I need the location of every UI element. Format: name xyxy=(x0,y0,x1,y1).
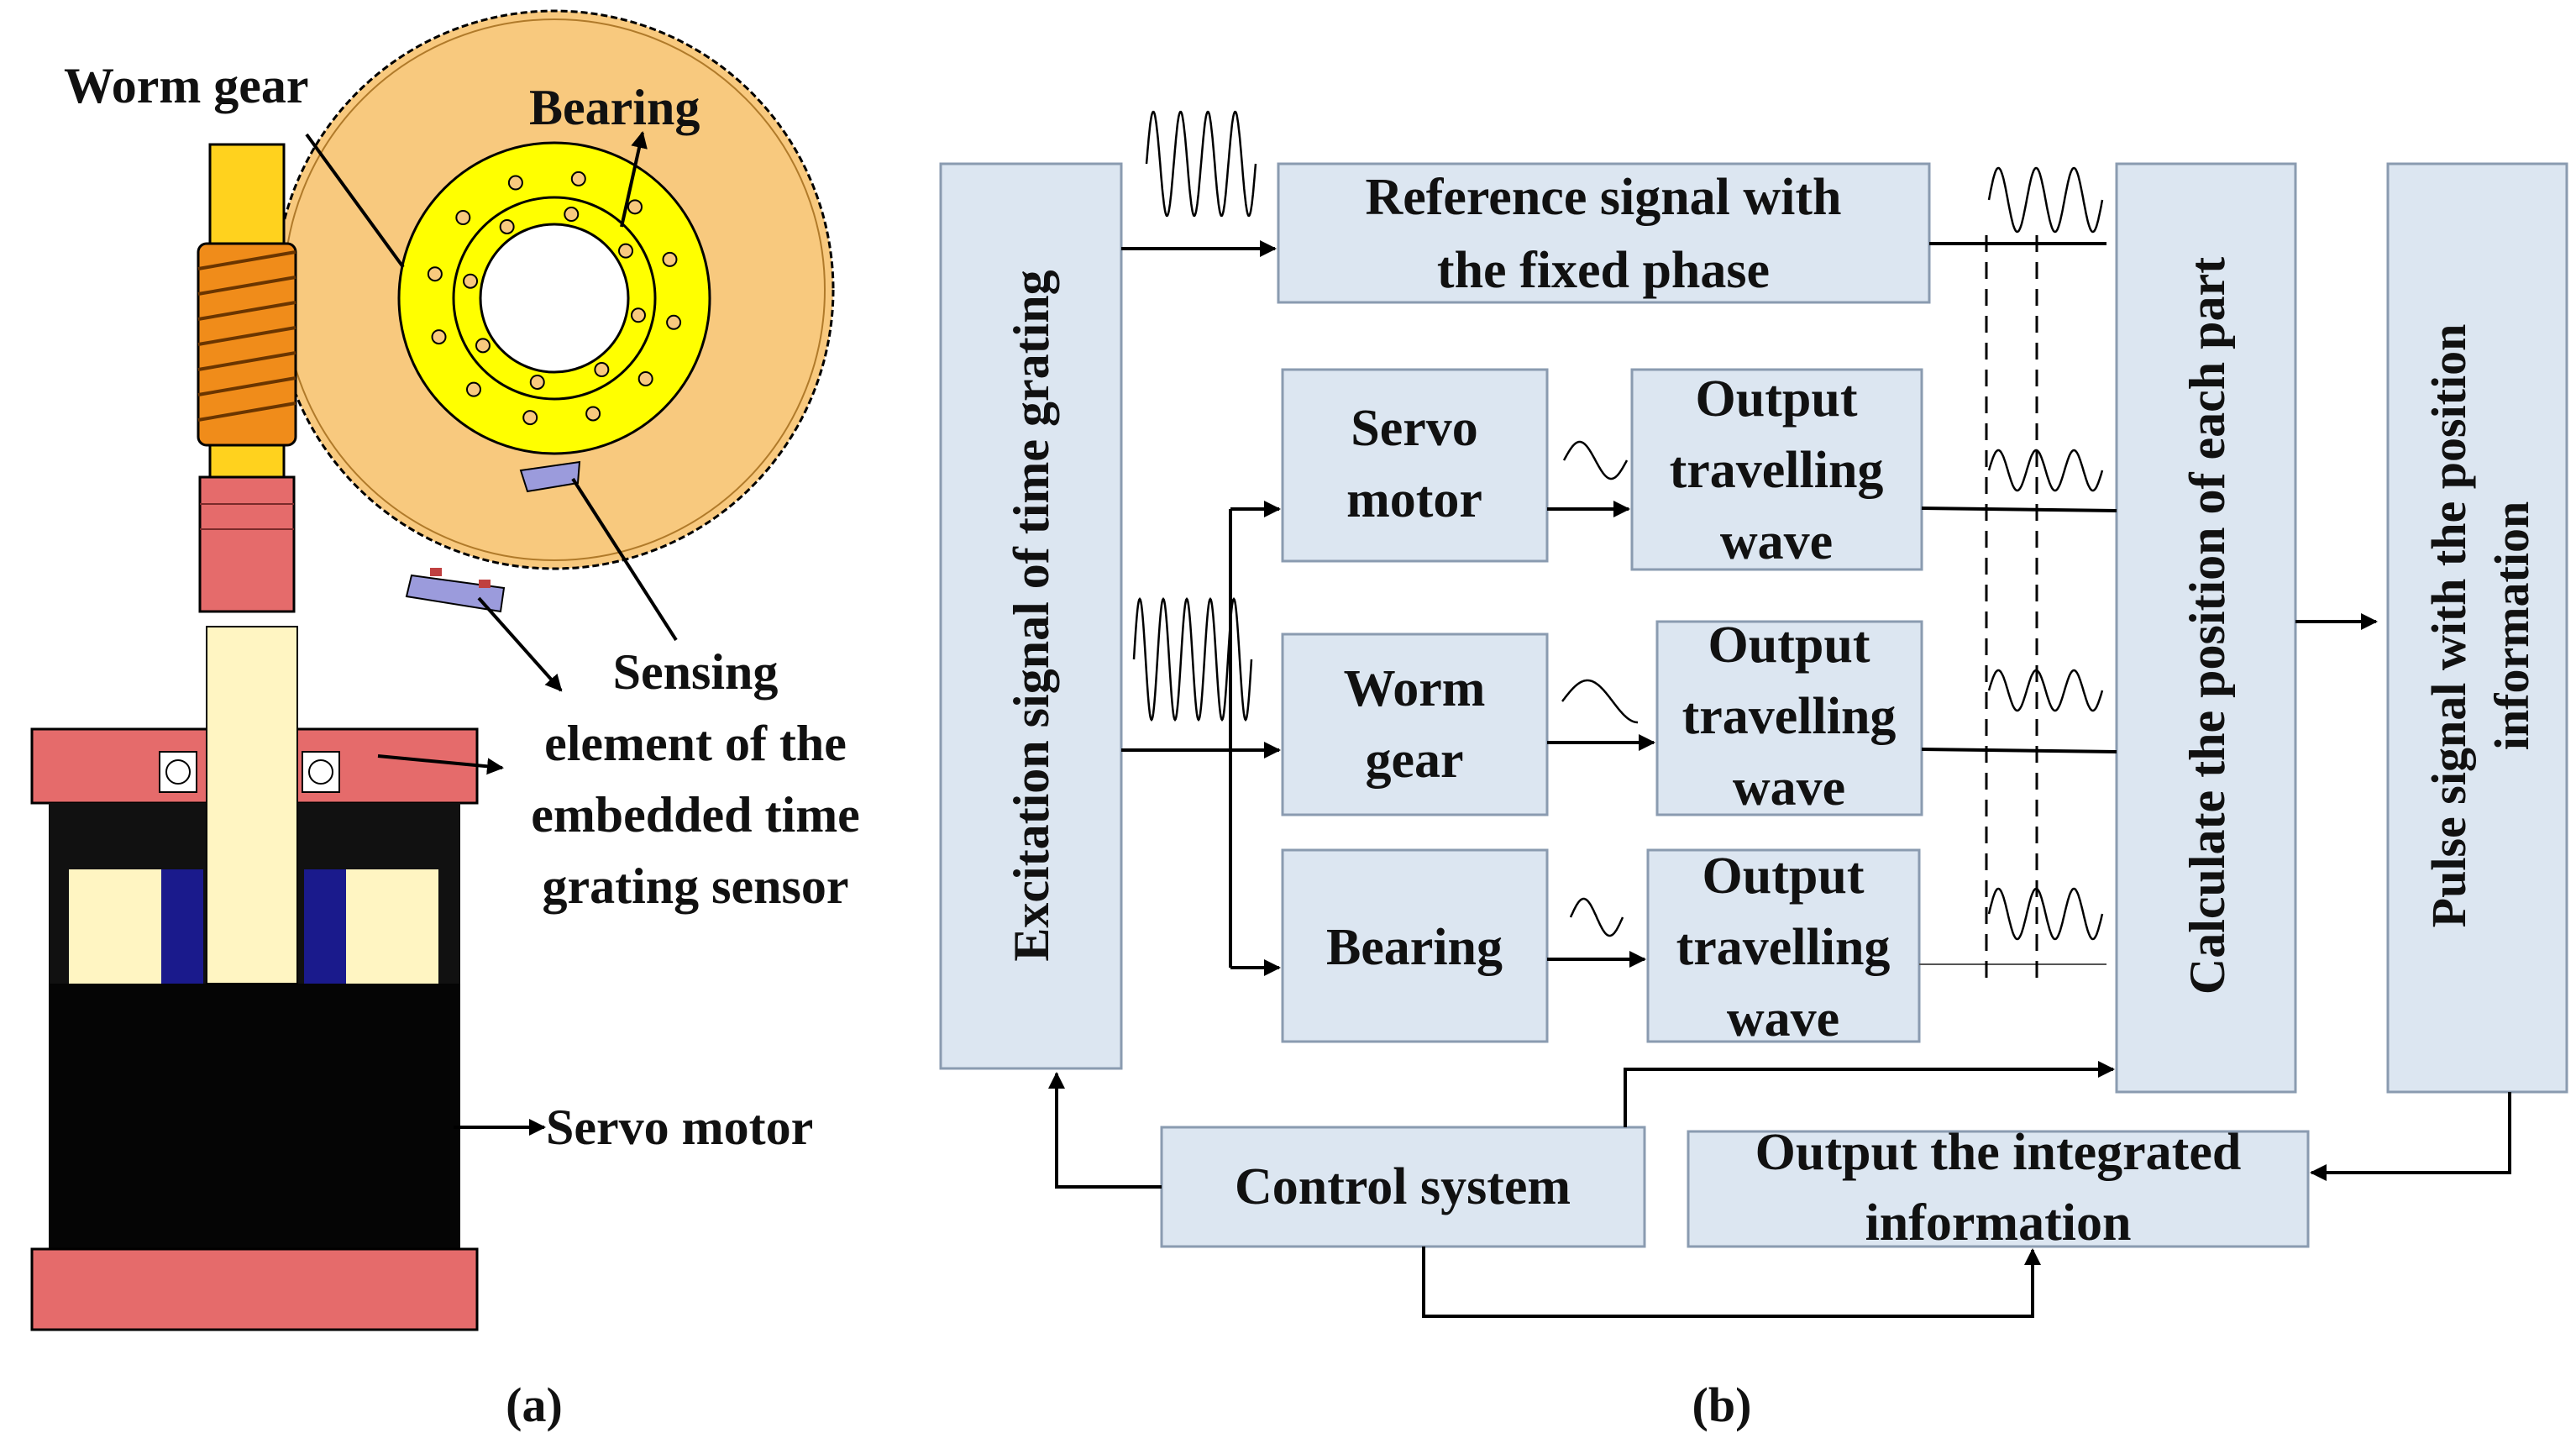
worm-thread xyxy=(197,242,297,447)
panel-a-illustration xyxy=(30,9,835,1331)
box-worm-gear xyxy=(1281,633,1549,816)
box-output-wave-1 xyxy=(1630,368,1923,571)
caption-b: (b) xyxy=(1692,1378,1752,1432)
bolt-hole xyxy=(594,362,610,378)
output-waveform-1 xyxy=(1987,449,2104,492)
caption-a: (a) xyxy=(506,1378,563,1432)
bolt-hole xyxy=(570,171,586,186)
excitation-waveform-top xyxy=(1145,110,1257,218)
bearing-bolt-holes xyxy=(427,171,682,426)
label-worm-line-1: Worm xyxy=(1344,660,1486,717)
label-output-1-line-2: travelling xyxy=(1670,442,1884,499)
box-pulse xyxy=(2386,162,2568,1094)
bolt-hole xyxy=(499,218,515,234)
bearing-waveform xyxy=(1569,897,1624,937)
bolt-hole xyxy=(637,371,653,387)
bolt-hole xyxy=(585,406,601,422)
bolt-hole xyxy=(529,374,545,390)
label-output-2-line-3: wave xyxy=(1733,759,1845,816)
label-output-3-line-3: wave xyxy=(1727,990,1839,1047)
bolt-hole xyxy=(666,314,682,330)
bolt-hole xyxy=(618,243,634,259)
label-bearing-box: Bearing xyxy=(1326,919,1503,976)
bolt-hole xyxy=(507,175,523,191)
label-output-3-line-1: Output xyxy=(1702,848,1865,905)
label-calculate: Calculate the position of each part xyxy=(2180,257,2235,995)
box-integrated xyxy=(1687,1130,2310,1248)
bolt-hole xyxy=(630,307,646,323)
label-reference-line-1: Reference signal with xyxy=(1365,169,1841,226)
label-output-1-line-1: Output xyxy=(1696,370,1858,428)
label-integrated-line-2: information xyxy=(1865,1194,2132,1252)
label-output-3-line-2: travelling xyxy=(1676,919,1891,976)
label-control: Control system xyxy=(1235,1158,1571,1215)
panel-b-labels: Excitation signal of time grating Refere… xyxy=(1004,169,2539,1432)
bolt-hole xyxy=(522,410,538,426)
label-sensing-line-1: Sensing xyxy=(613,644,779,700)
panel-b-connectors xyxy=(1048,235,2511,1318)
label-excitation: Excitation signal of time grating xyxy=(1004,270,1059,961)
bolt-hole xyxy=(465,381,481,397)
bolt-hole xyxy=(455,209,471,225)
excitation-waveform-middle xyxy=(1132,596,1253,722)
label-pulse-line-1: Pulse signal with the position xyxy=(2421,324,2476,928)
bolt-hole xyxy=(431,329,447,345)
bolt-hole xyxy=(662,251,678,267)
box-excitation xyxy=(939,162,1123,1070)
label-sensing-line-4: grating sensor xyxy=(543,858,849,914)
box-bearing xyxy=(1281,848,1549,1043)
panel-b-boxes xyxy=(939,162,2568,1248)
label-reference-line-2: the fixed phase xyxy=(1437,242,1770,299)
panel-a-leaders xyxy=(305,131,678,1136)
bolt-hole xyxy=(564,207,580,223)
output-waveform-3 xyxy=(1987,887,2104,941)
label-servo-line-1: Servo xyxy=(1351,400,1478,457)
panel-a-labels: Worm gear Bearing Sensing element of the… xyxy=(64,58,860,1432)
label-integrated-line-1: Output the integrated xyxy=(1755,1124,2242,1181)
label-output-2-line-1: Output xyxy=(1708,617,1870,674)
panel-b-waveforms xyxy=(1132,110,2104,941)
label-worm-line-2: gear xyxy=(1365,732,1463,789)
bolt-hole xyxy=(627,199,643,215)
label-sensing-line-3: embedded time xyxy=(531,787,860,842)
bolt-hole xyxy=(427,266,443,282)
box-reference xyxy=(1277,162,1931,304)
bolt-hole xyxy=(463,273,479,289)
reference-output-waveform xyxy=(1987,166,2104,234)
label-worm-gear: Worm gear xyxy=(64,58,309,113)
box-output-wave-3 xyxy=(1646,848,1921,1043)
label-bearing: Bearing xyxy=(529,80,700,135)
worm-waveform xyxy=(1561,679,1638,724)
box-servo-motor xyxy=(1281,368,1549,563)
label-output-2-line-2: travelling xyxy=(1682,688,1897,745)
output-waveform-2 xyxy=(1987,669,2104,712)
label-output-1-line-3: wave xyxy=(1720,513,1833,570)
label-pulse-line-2: information xyxy=(2484,501,2539,750)
box-calculate xyxy=(2115,162,2297,1094)
box-output-wave-2 xyxy=(1655,620,1923,816)
label-servo-line-2: motor xyxy=(1346,471,1482,528)
bolt-hole xyxy=(475,338,491,354)
servo-waveform xyxy=(1562,440,1629,480)
label-sensing-line-2: element of the xyxy=(544,716,847,771)
label-servo-motor: Servo motor xyxy=(546,1100,813,1155)
